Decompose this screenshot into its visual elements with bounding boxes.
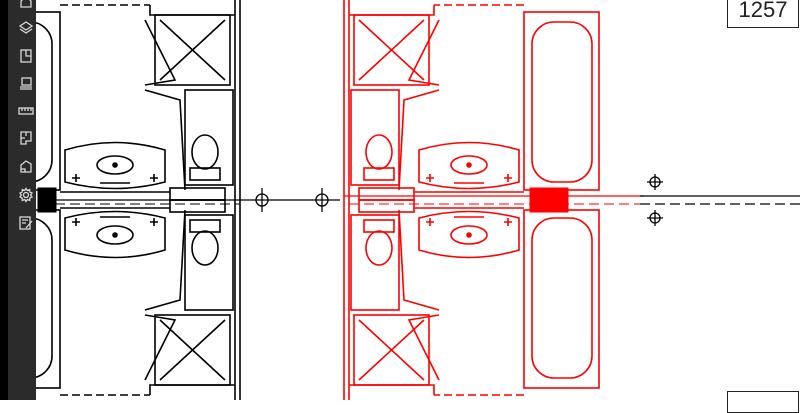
layers-icon [18, 21, 34, 34]
home-icon [20, 0, 32, 8]
highlighted-plan [343, 0, 644, 400]
settings-button[interactable] [17, 186, 35, 204]
room-tag[interactable]: 1257 [727, 0, 799, 28]
area-button[interactable] [17, 158, 35, 176]
home-button[interactable] [17, 0, 35, 10]
measure-button[interactable] [17, 102, 35, 120]
model-icon [20, 77, 32, 90]
layers-button[interactable] [17, 19, 35, 37]
room-number: 1257 [738, 0, 788, 22]
measure-icon [18, 107, 34, 115]
toolbar [0, 0, 36, 400]
grid-markers [255, 174, 800, 226]
floorplan-button[interactable] [17, 129, 35, 147]
area-icon [20, 160, 32, 173]
markup-icon [19, 216, 33, 230]
sheets-button[interactable] [17, 47, 35, 65]
drawing-canvas[interactable] [0, 0, 800, 400]
model-button[interactable] [17, 74, 35, 92]
markup-button[interactable] [17, 214, 35, 232]
room-tag-bottom[interactable] [727, 391, 799, 413]
base-plan [0, 0, 340, 400]
sheets-icon [20, 49, 32, 63]
floorplan-icon [20, 131, 32, 145]
settings-icon [19, 187, 33, 203]
